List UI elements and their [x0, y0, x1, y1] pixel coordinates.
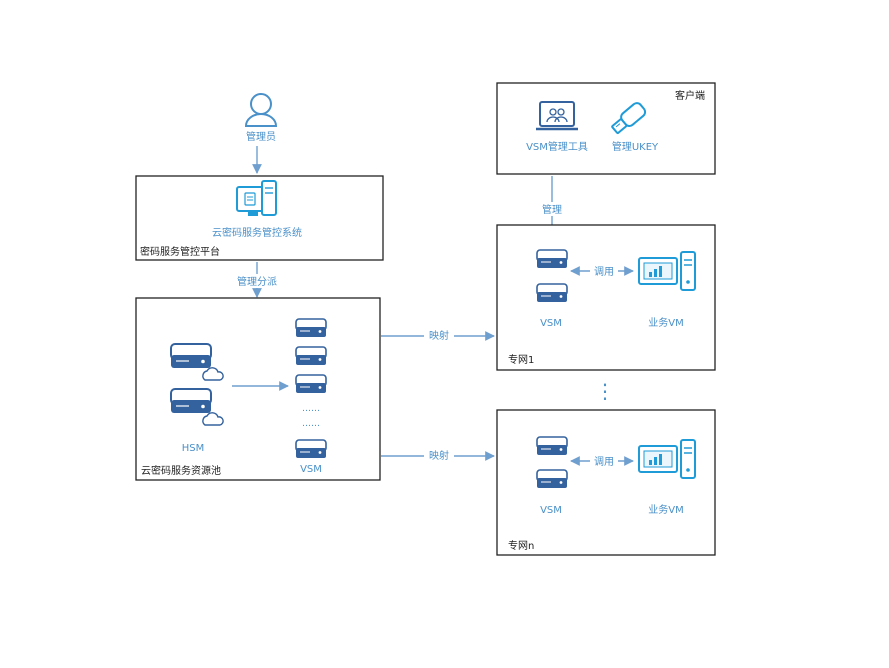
- mgmt-platform-label: 密码服务管控平台: [140, 245, 220, 258]
- vsm-tool-icon: [536, 101, 578, 131]
- mgmt-system-icon: [236, 180, 277, 216]
- net1-box: [496, 224, 716, 371]
- vm-net1-label: 业务VM: [648, 316, 683, 329]
- admin-icon: [244, 93, 278, 127]
- vsm-netn-label: VSM: [540, 505, 562, 516]
- edge-dispatch-label: 管理分派: [237, 275, 277, 288]
- netn-label: 专网n: [508, 539, 534, 552]
- client-label: 客户端: [675, 89, 705, 102]
- vsm-pool-ellipsis: ……: [302, 404, 320, 414]
- client-box: [496, 82, 716, 175]
- edge-map-net1-label: 映射: [429, 330, 449, 342]
- netn-box: [496, 409, 716, 556]
- edge-call-netn-label: 调用: [594, 456, 614, 468]
- nets-ellipsis: ⋮: [595, 379, 615, 403]
- vsm-net1-label: VSM: [540, 318, 562, 329]
- vm-netn-label: 业务VM: [648, 503, 683, 516]
- mgmt-system-label: 云密码服务管控系统: [212, 226, 302, 239]
- vsm-tool-label: VSM管理工具: [526, 140, 588, 153]
- edge-manage-label: 管理: [542, 203, 562, 216]
- vsm-pool-label: VSM: [300, 464, 322, 475]
- edge-map-netn-label: 映射: [429, 450, 449, 462]
- hsm-label: HSM: [182, 443, 205, 454]
- vsm-pool-ellipsis-2: ……: [302, 419, 320, 429]
- edge-call-net1-label: 调用: [594, 266, 614, 278]
- admin-label: 管理员: [246, 130, 276, 143]
- vm-net1-icon: [638, 251, 696, 291]
- ukey-label: 管理UKEY: [612, 140, 659, 153]
- ukey-icon: [611, 102, 647, 135]
- net1-label: 专网1: [508, 353, 534, 366]
- resource-pool-label: 云密码服务资源池: [141, 464, 221, 477]
- vm-netn-icon: [638, 439, 696, 479]
